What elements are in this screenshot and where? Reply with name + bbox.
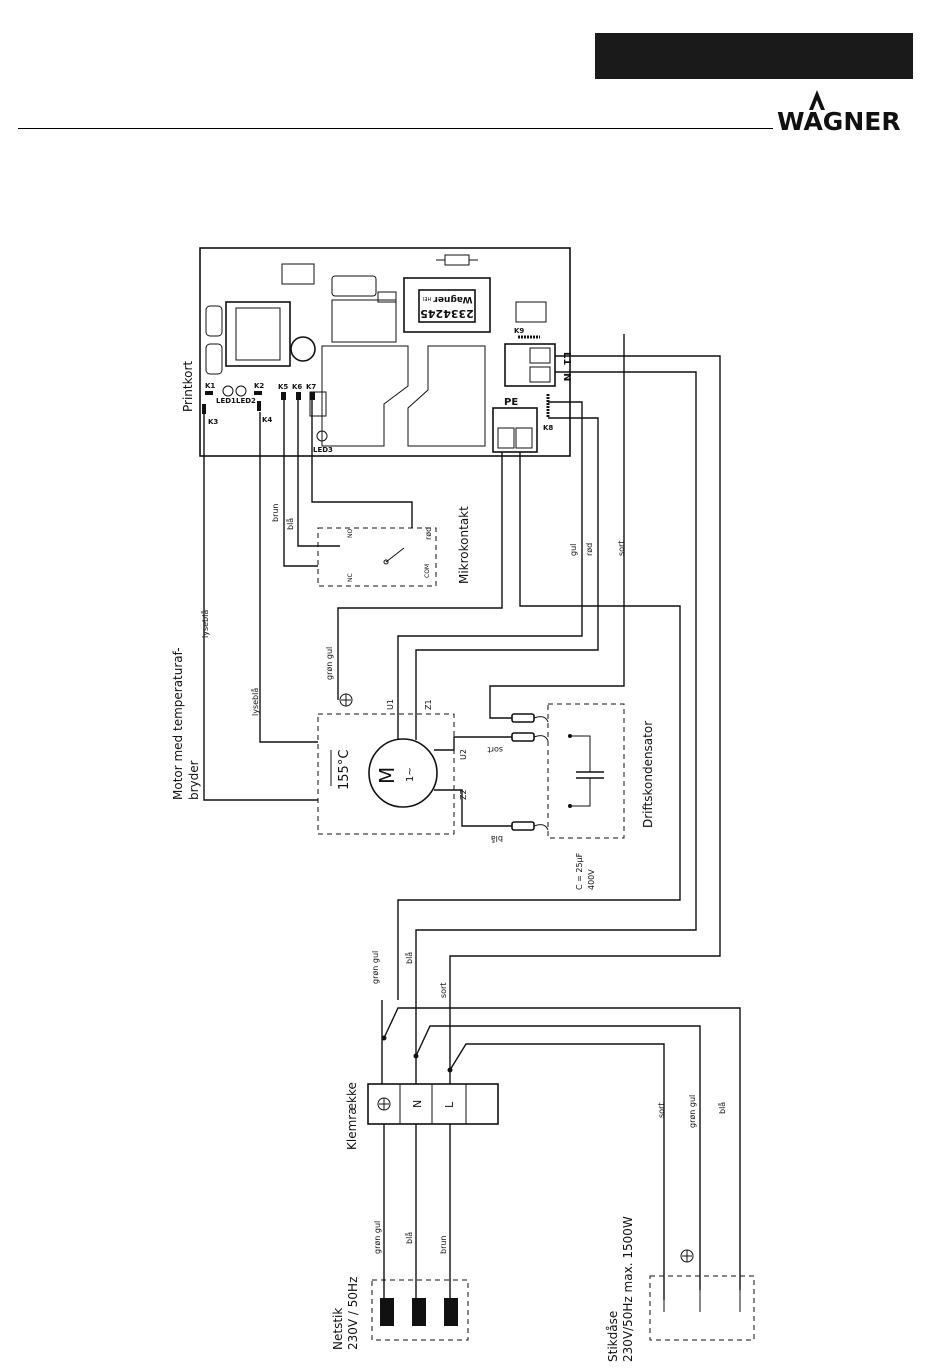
socket-title: Stikdåse xyxy=(606,1311,620,1362)
pcb-label-k2: K2 xyxy=(254,382,264,390)
pcb-label-k9: K9 xyxy=(514,327,524,335)
capacitor-value: C = 25µF xyxy=(575,852,584,890)
socket-outlet: Stikdåse 230V/50Hz max. 1500W xyxy=(606,1216,755,1362)
motor-title-line1: Motor med temperaturaf- xyxy=(171,647,185,800)
motor: M 1~ 155°C U1 Z1 U2 Z2 Motor med tempera… xyxy=(171,647,468,835)
pcb-board: 2334245 Wagner HEI K1 K2 K3 xyxy=(181,247,572,457)
socket-rating: 230V/50Hz max. 1500W xyxy=(621,1216,635,1362)
terminal-block: N L Klemrække xyxy=(345,1082,499,1150)
wire-label-sort-motor: sort xyxy=(488,745,504,754)
wire-label-roed-switch: rød xyxy=(424,527,433,540)
pcb-label-k8: K8 xyxy=(543,424,553,432)
mains-plug-rating: 230V / 50Hz xyxy=(346,1277,360,1350)
microswitch-nc: NC xyxy=(347,573,354,582)
pcb-part-number: 2334245 xyxy=(420,307,474,320)
wire-label-sort-socket: sort xyxy=(657,1103,666,1119)
wire-label-blaa-motor: blå xyxy=(491,834,503,844)
header-rule xyxy=(18,128,773,129)
svg-text:WAGNER: WAGNER xyxy=(777,107,901,134)
pcb-label-l1: L1 xyxy=(561,352,572,365)
terminal-block-title: Klemrække xyxy=(345,1082,359,1150)
motor-terminal-u1: U1 xyxy=(386,699,395,710)
wire-label-groen-gul-motor: grøn gul xyxy=(325,647,334,680)
mains-plug-title: Netstik xyxy=(331,1308,345,1350)
motor-symbol-sub: 1~ xyxy=(405,767,416,782)
pcb-label-k3: K3 xyxy=(208,418,218,426)
motor-terminal-u2: U2 xyxy=(459,749,468,760)
wire-label-sort-mid: sort xyxy=(439,983,448,999)
wire-label-brun-top: brun xyxy=(271,503,280,522)
pcb-label-n: N xyxy=(561,373,572,381)
motor-symbol: M xyxy=(375,767,399,784)
terminal-n-label: N xyxy=(411,1100,424,1108)
pcb-label-led1: LED1 xyxy=(216,397,236,405)
pcb-title: Printkort xyxy=(181,361,195,412)
pcb-label-pe: PE xyxy=(504,397,518,408)
wire-labels: brun blå rød gul rød sort lyseblå lysebl… xyxy=(200,503,727,1254)
wire-label-blaa-socket: blå xyxy=(717,1102,727,1114)
microswitch-title: Mikrokontakt xyxy=(457,506,471,584)
wire-label-blaa-top: blå xyxy=(285,518,295,530)
capacitor-title: Driftskondensator xyxy=(641,721,655,828)
wire-label-lyseblaa-2: lyseblå xyxy=(250,688,260,716)
pcb-label-led3: LED3 xyxy=(313,446,333,454)
wire-label-brun-plug: brun xyxy=(439,1235,448,1254)
microswitch-no: NO xyxy=(347,529,354,538)
pcb-label-k1: K1 xyxy=(205,382,215,390)
pcb-label-k7: K7 xyxy=(306,383,316,391)
pcb-label-k6: K6 xyxy=(292,383,302,391)
pcb-label-led2: LED2 xyxy=(236,397,256,405)
motor-terminal-z2: Z2 xyxy=(459,789,468,800)
motor-thermal-rating: 155°C xyxy=(337,750,352,790)
pcb-chip-brand: Wagner xyxy=(433,294,473,304)
motor-title-line2: bryder xyxy=(187,760,201,800)
mains-plug: Netstik 230V / 50Hz xyxy=(331,1277,469,1350)
wire-label-groen-gul-plug: grøn gul xyxy=(373,1221,382,1254)
wire-label-groen-gul-socket: grøn gul xyxy=(688,1095,697,1128)
motor-terminal-z1: Z1 xyxy=(424,699,433,710)
wire-label-blaa-mid: blå xyxy=(404,952,414,964)
wire-label-roed: rød xyxy=(585,543,594,556)
microswitch-com: COM xyxy=(424,564,431,578)
pcb-label-k4: K4 xyxy=(262,416,272,424)
run-capacitor: Driftskondensator C = 25µF 400V xyxy=(511,703,655,890)
capacitor-voltage: 400V xyxy=(587,869,596,890)
pcb-chip-small: HEI xyxy=(423,295,431,301)
microswitch: NO NC COM Mikrokontakt xyxy=(317,506,471,587)
wire-label-blaa-plug: blå xyxy=(404,1232,414,1244)
wagner-logo: WAGNER xyxy=(777,90,901,134)
wire-label-groen-gul-mid: grøn gul xyxy=(371,951,380,984)
wire-label-lyseblaa-1: lyseblå xyxy=(200,610,210,638)
wire-lines xyxy=(203,334,741,1300)
header-black-bar xyxy=(595,33,913,79)
pcb-label-k5: K5 xyxy=(278,383,288,391)
wire-label-gul: gul xyxy=(569,544,578,556)
terminal-l-label: L xyxy=(443,1101,456,1108)
wire-label-sort-top: sort xyxy=(617,541,626,557)
